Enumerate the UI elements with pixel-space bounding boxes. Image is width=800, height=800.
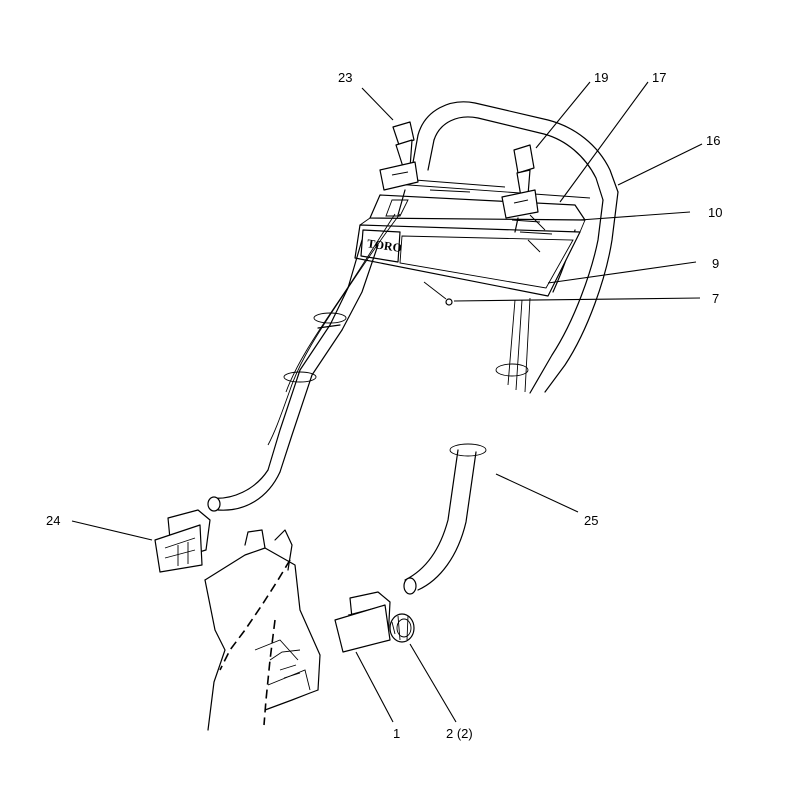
leader-23	[361, 87, 394, 121]
part-label-17: 17	[652, 70, 666, 85]
leader-lines	[71, 81, 703, 723]
leader-1	[355, 651, 394, 723]
handle-bracket-24	[154, 509, 211, 573]
leader-16	[617, 143, 703, 186]
leader-25	[495, 473, 579, 513]
mower-housing	[204, 529, 321, 731]
control-panel: TORO	[354, 179, 591, 297]
part-label-16: 16	[706, 133, 720, 148]
part-labels: 23 19 17 16 10 9 7 24 25 1 2 (2)	[46, 70, 722, 741]
control-lever-19	[501, 144, 539, 233]
leader-7	[453, 297, 701, 302]
leader-9	[547, 261, 697, 284]
part-label-19: 19	[594, 70, 608, 85]
handle-knob-2	[389, 613, 415, 643]
leader-19	[535, 81, 591, 149]
part-label-25: 25	[584, 513, 598, 528]
upper-handle	[411, 101, 619, 394]
toro-logo: TORO	[366, 236, 403, 255]
leader-24	[71, 520, 153, 541]
part-label-2: 2 (2)	[446, 726, 473, 741]
lower-handle-left	[207, 213, 401, 512]
screw-7	[423, 281, 453, 306]
control-lever-23	[379, 121, 419, 216]
leader-10	[579, 211, 691, 221]
handle-bracket-1	[334, 591, 391, 653]
part-label-7: 7	[712, 291, 719, 306]
part-label-24: 24	[46, 513, 60, 528]
leader-2	[409, 643, 457, 723]
leader-17	[559, 81, 649, 203]
part-label-23: 23	[338, 70, 352, 85]
part-label-9: 9	[712, 256, 719, 271]
part-label-1: 1	[393, 726, 400, 741]
lower-handle-right	[403, 443, 487, 595]
part-label-10: 10	[708, 205, 722, 220]
lower-handle-right-top	[495, 297, 531, 393]
